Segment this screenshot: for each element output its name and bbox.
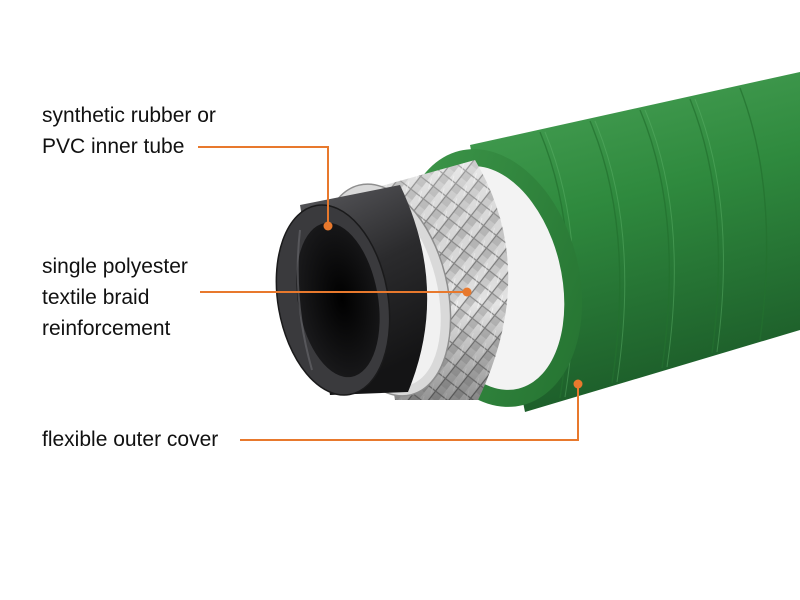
label-cover: flexible outer cover <box>42 424 218 455</box>
leader-braid-dot <box>462 287 472 297</box>
leader-cover-dot <box>573 379 583 389</box>
leader-inner-tube <box>198 146 329 226</box>
label-braid-line1: single polyester <box>42 255 188 278</box>
label-inner-tube: synthetic rubber or PVC inner tube <box>42 100 216 162</box>
inner-tube <box>275 185 428 396</box>
leader-lines <box>198 146 583 441</box>
label-braid-line2: textile braid <box>42 286 150 309</box>
label-inner-tube-line2: PVC inner tube <box>42 135 185 158</box>
label-braid-line3: reinforcement <box>42 317 171 340</box>
leader-cover <box>240 384 579 441</box>
label-inner-tube-line1: synthetic rubber or <box>42 104 216 127</box>
label-braid: single polyester textile braid reinforce… <box>42 251 188 344</box>
label-cover-line1: flexible outer cover <box>42 428 219 451</box>
leader-inner-tube-dot <box>323 221 333 231</box>
